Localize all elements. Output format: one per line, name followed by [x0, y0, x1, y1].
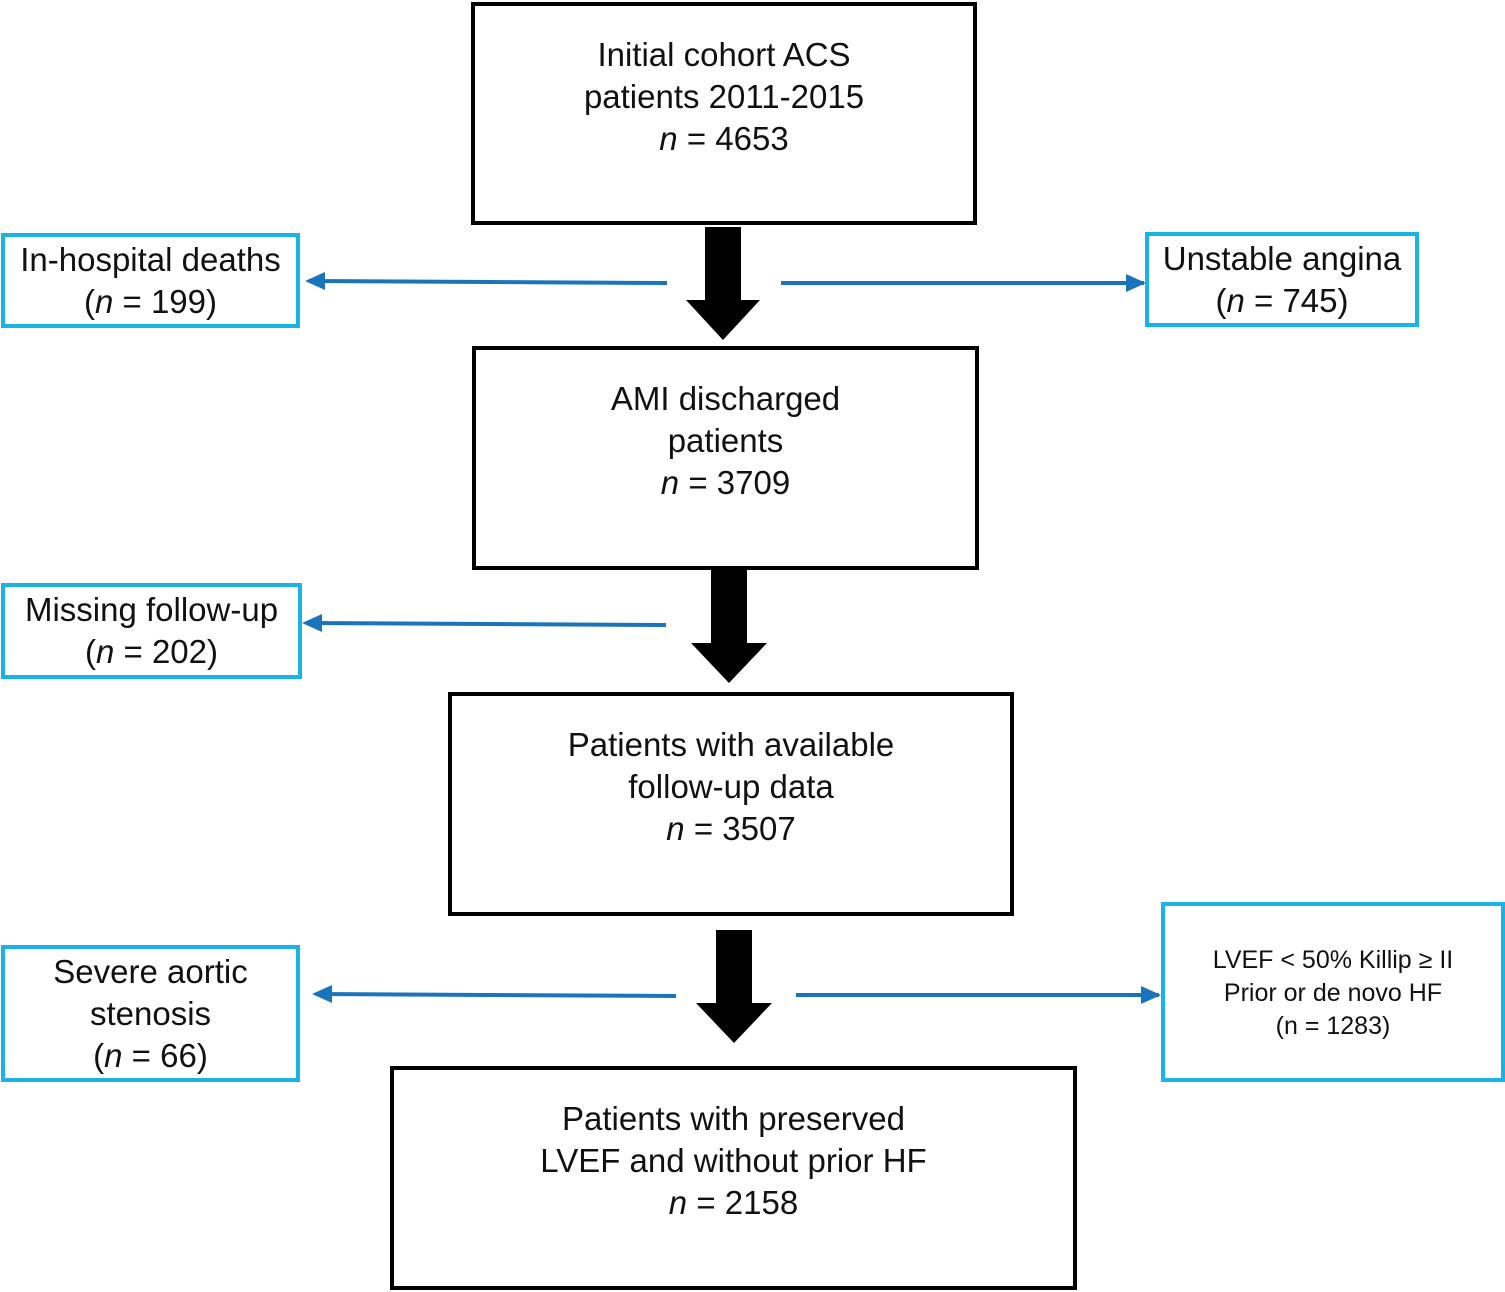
lvef-hf-count: (n = 1283) [1275, 1012, 1391, 1040]
preserved-lvef-count: n = 2158 [668, 1184, 799, 1221]
available-follow-up-box: Patients with available follow-up data n… [448, 692, 1014, 916]
available-follow-up-line1: Patients with available [567, 726, 895, 763]
ami-discharged-box: AMI discharged patients n = 3709 [472, 346, 979, 570]
in-hospital-deaths-count: (n = 199) [83, 282, 218, 320]
preserved-lvef-line2: LVEF and without prior HF [540, 1142, 927, 1179]
in-hospital-deaths-box: In-hospital deaths (n = 199) [1, 233, 300, 328]
missing-follow-up-count: (n = 202) [84, 633, 219, 670]
arrow-to-severe-aortic-stenosis [315, 992, 677, 998]
initial-cohort-line1: Initial cohort ACS [597, 36, 851, 73]
available-follow-up-line2: follow-up data [628, 768, 834, 805]
severe-aortic-stenosis-line2: stenosis [89, 994, 212, 1032]
available-follow-up-count: n = 3507 [666, 810, 796, 847]
ami-discharged-line2: patients [667, 422, 784, 459]
lvef-hf-box: LVEF < 50% Killip ≥ II Prior or de novo … [1161, 902, 1505, 1082]
severe-aortic-stenosis-count: (n = 66) [93, 1036, 208, 1074]
arrow-to-in-hospital-deaths [308, 279, 668, 285]
ami-discharged-line1: AMI discharged [610, 380, 841, 417]
missing-follow-up-box: Missing follow-up (n = 202) [1, 583, 302, 679]
unstable-angina-count: (n = 745) [1215, 281, 1349, 319]
initial-cohort-box: Initial cohort ACS patients 2011-2015 n … [471, 2, 977, 225]
arrow-to-missing-follow-up [305, 621, 667, 627]
preserved-lvef-box: Patients with preserved LVEF and without… [390, 1066, 1077, 1290]
initial-cohort-line2: patients 2011-2015 [583, 78, 865, 115]
lvef-hf-line2: Prior or de novo HF [1223, 979, 1443, 1007]
down-arrow-3 [696, 930, 772, 1043]
down-arrow-2 [691, 570, 767, 683]
in-hospital-deaths-label: In-hospital deaths [20, 240, 281, 278]
preserved-lvef-line1: Patients with preserved [561, 1100, 905, 1137]
down-arrow-1 [686, 227, 760, 340]
lvef-hf-line1: LVEF < 50% Killip ≥ II [1212, 946, 1454, 974]
initial-cohort-count: n = 4653 [659, 120, 789, 157]
unstable-angina-box: Unstable angina (n = 745) [1145, 232, 1419, 327]
missing-follow-up-label: Missing follow-up [24, 591, 279, 628]
severe-aortic-stenosis-box: Severe aortic stenosis (n = 66) [1, 945, 300, 1082]
unstable-angina-label: Unstable angina [1162, 239, 1402, 277]
ami-discharged-count: n = 3709 [660, 464, 791, 501]
severe-aortic-stenosis-line1: Severe aortic [53, 952, 248, 990]
